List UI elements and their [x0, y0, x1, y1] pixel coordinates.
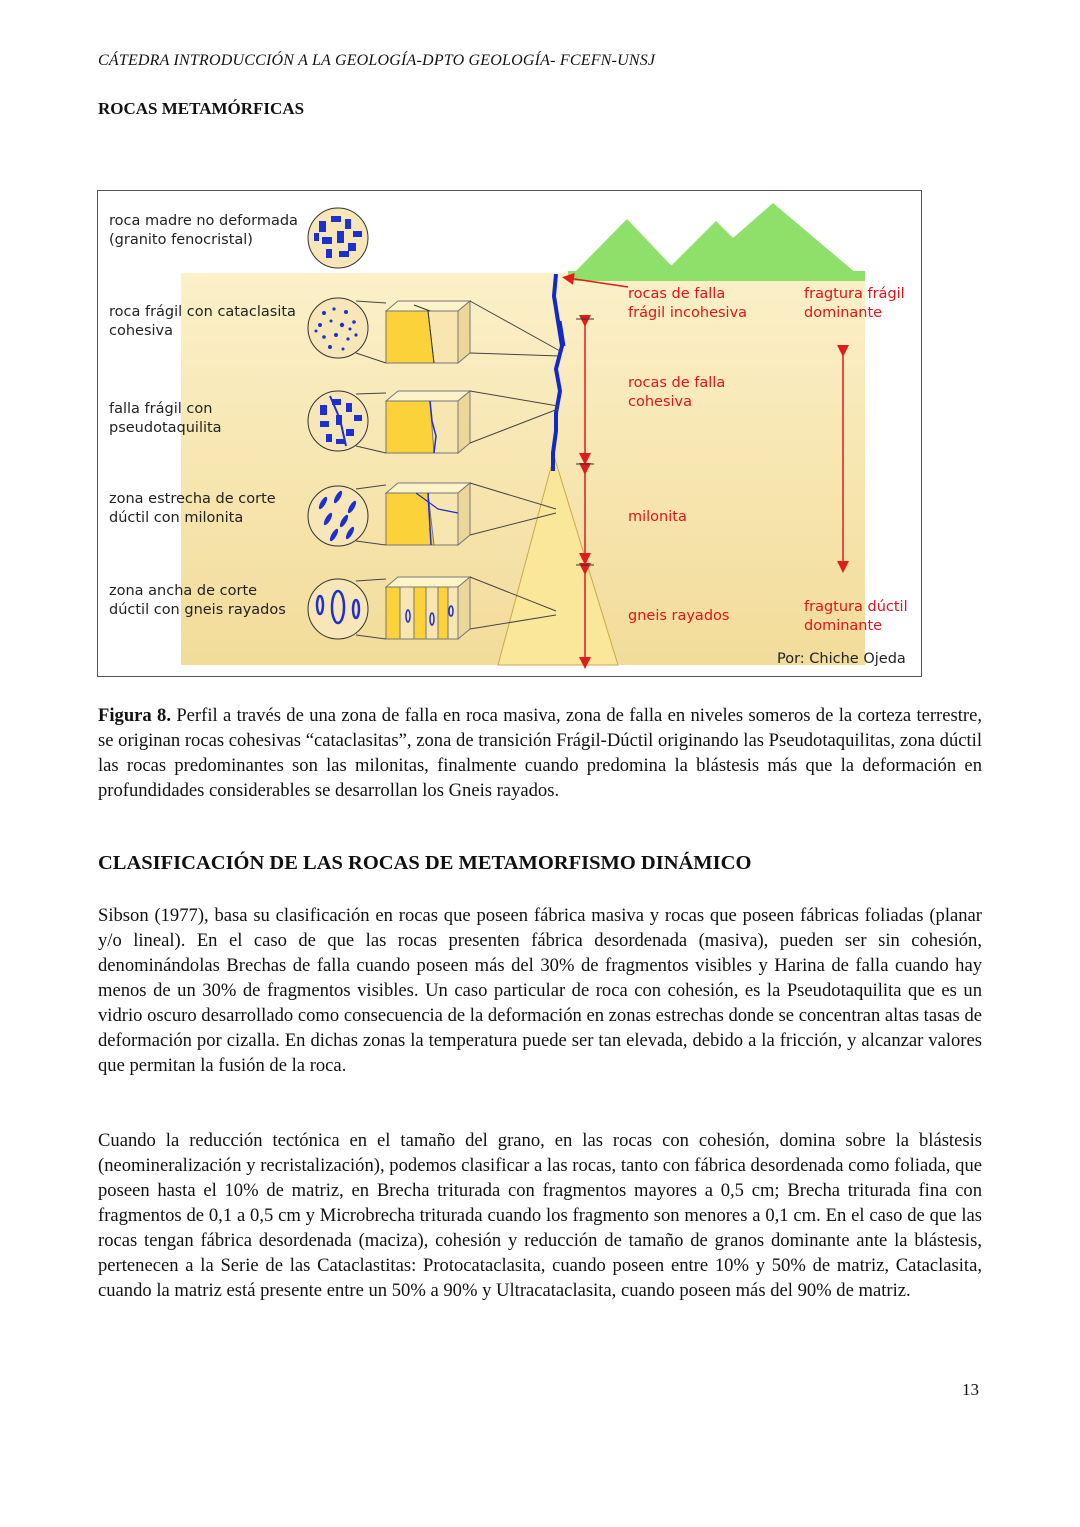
label-zona-incohesiva-1: rocas de falla: [628, 286, 725, 302]
block-milonita: [384, 481, 472, 547]
label-roca-madre-1: roca madre no deformada: [109, 213, 298, 229]
fault-zone-diagram: roca madre no deformada (granito fenocri…: [109, 203, 908, 669]
label-falla-fragil-1: falla frágil con: [109, 401, 212, 417]
circle-gneis: [307, 578, 369, 640]
label-falla-fragil-2: pseudotaquilita: [109, 420, 222, 436]
label-zona-cohesiva-1: rocas de falla: [628, 375, 725, 391]
label-fragil-dominante-2: dominante: [804, 305, 882, 321]
label-zona-gneis: gneis rayados: [628, 608, 729, 624]
circle-milonita: [307, 485, 369, 547]
label-zona-incohesiva-2: frágil incohesiva: [628, 305, 747, 321]
block-gneis: [384, 575, 472, 641]
classification-heading: CLASIFICACIÓN DE LAS ROCAS DE METAMORFIS…: [98, 852, 752, 874]
figure-credit: Por: Chiche Ojeda: [777, 651, 906, 667]
mountains-icon: [568, 203, 865, 281]
label-fragil-dominante-1: fragtura frágil: [804, 286, 905, 302]
label-zona-ancha-1: zona ancha de corte: [109, 583, 257, 599]
label-zona-cohesiva-2: cohesiva: [628, 394, 692, 410]
label-roca-fragil-2: cohesiva: [109, 323, 173, 339]
block-cataclasita: [384, 299, 472, 365]
figure-caption: Figura 8. Perfil a través de una zona de…: [98, 703, 982, 803]
figure-fault-zone-profile: roca madre no deformada (granito fenocri…: [97, 190, 922, 677]
block-pseudotaquilita: [384, 389, 472, 455]
caption-label: Figura 8.: [98, 705, 171, 726]
circle-pseudotaquilita: [307, 390, 369, 452]
running-header: CÁTEDRA INTRODUCCIÓN A LA GEOLOGÍA-DPTO …: [98, 52, 656, 69]
circle-granito: [307, 207, 369, 269]
section-heading: ROCAS METAMÓRFICAS: [98, 99, 305, 118]
label-zona-estrecha-2: dúctil con milonita: [109, 510, 243, 526]
label-roca-madre-2: (granito fenocristal): [109, 232, 253, 248]
circle-cataclasita: [307, 297, 369, 359]
fault-line: [551, 273, 565, 471]
label-zona-ancha-2: dúctil con gneis rayados: [109, 602, 286, 618]
label-zona-estrecha-1: zona estrecha de corte: [109, 491, 276, 507]
caption-text: Perfil a través de una zona de falla en …: [98, 705, 982, 801]
page-number: 13: [962, 1380, 979, 1399]
paragraph-sibson: Sibson (1977), basa su clasificación en …: [98, 905, 982, 1076]
label-zona-milonita: milonita: [628, 509, 687, 525]
label-ductil-dominante-1: fragtura dúctil: [804, 599, 908, 615]
label-ductil-dominante-2: dominante: [804, 618, 882, 634]
paragraph-reduccion: Cuando la reducción tectónica en el tama…: [98, 1130, 982, 1301]
label-roca-fragil-1: roca frágil con cataclasita: [109, 304, 296, 320]
